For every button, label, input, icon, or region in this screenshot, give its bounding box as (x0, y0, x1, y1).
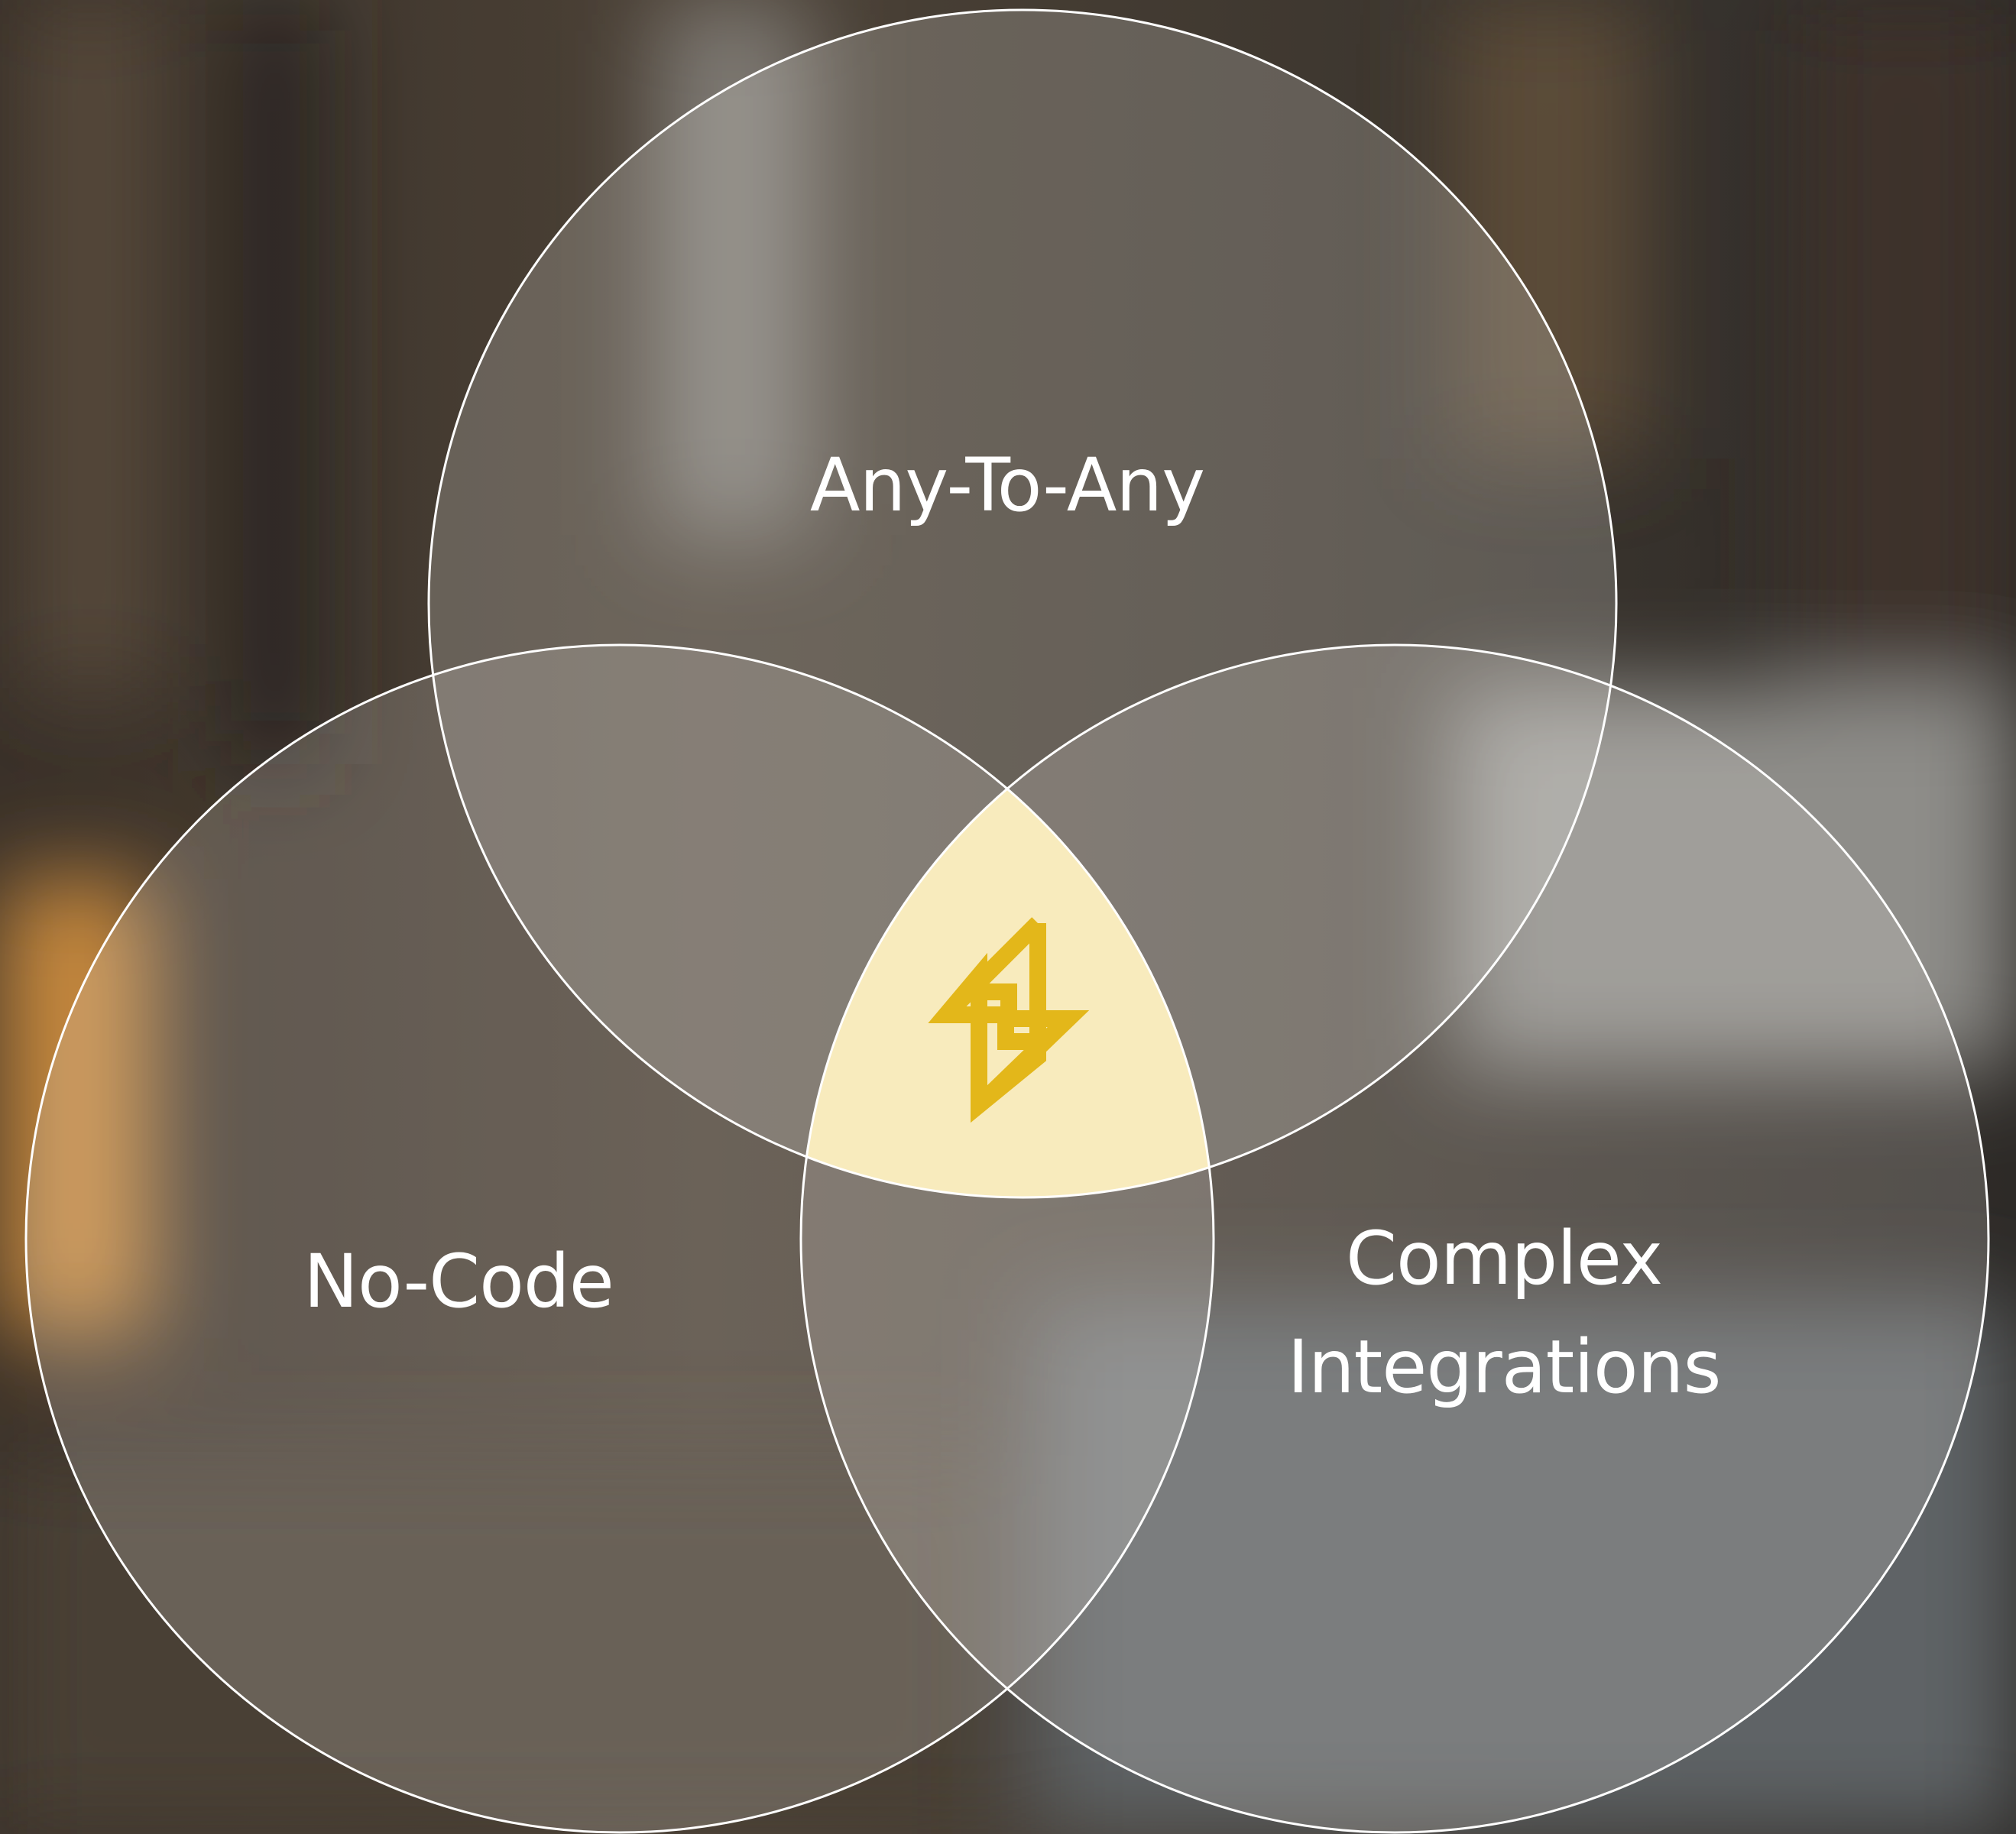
label-complex: Complex (1346, 1216, 1662, 1301)
circle-top (429, 10, 1616, 1197)
label-no-code: No-Code (303, 1239, 614, 1324)
label-integrations: Integrations (1288, 1324, 1721, 1410)
lightning-bolt-icon (928, 917, 1090, 1123)
label-any-to-any: Any-To-Any (810, 442, 1204, 528)
center-intersection (801, 645, 1214, 1197)
venn-outlines (24, 8, 1990, 1834)
